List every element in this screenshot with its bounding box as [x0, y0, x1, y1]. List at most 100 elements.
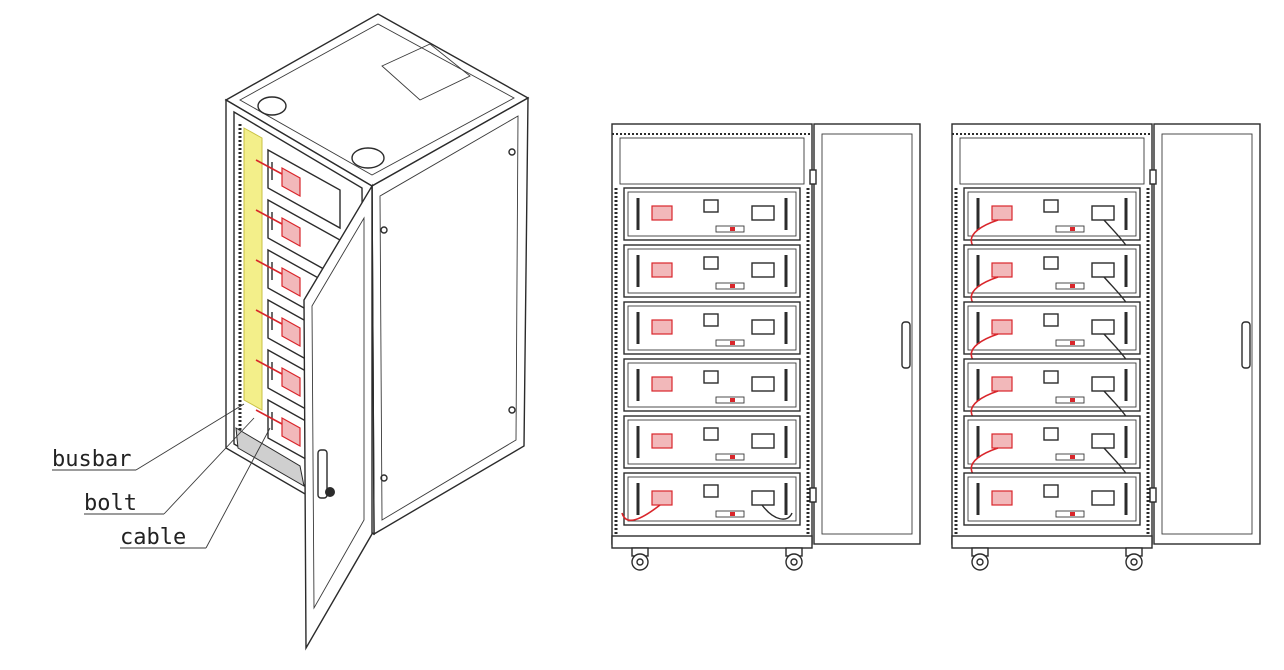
negative-terminal — [1091, 319, 1115, 335]
cable-leader — [205, 427, 271, 549]
iso-terminal-block — [281, 166, 301, 198]
breaker-switch — [1043, 484, 1059, 498]
output-cable-negative — [761, 504, 793, 520]
cabinet-top-inner — [239, 23, 515, 176]
module-face — [967, 419, 1137, 465]
caster-hub — [636, 558, 644, 566]
module-face — [627, 191, 797, 237]
indicator-strip — [715, 453, 745, 461]
indicator-led — [730, 512, 735, 516]
indicator-led — [1070, 284, 1075, 288]
module-face — [627, 305, 797, 351]
negative-terminal — [751, 433, 775, 449]
breaker-switch — [1043, 199, 1059, 213]
module-face — [967, 248, 1137, 294]
bolt-leader — [163, 417, 255, 515]
iso-terminal-block — [281, 216, 301, 248]
negative-terminal — [751, 262, 775, 278]
module-face — [967, 191, 1137, 237]
positive-terminal — [651, 376, 673, 392]
positive-terminal — [651, 319, 673, 335]
negative-terminal — [1091, 262, 1115, 278]
iso-terminal-block — [281, 366, 301, 398]
cabinet-side-inner — [379, 115, 519, 521]
door-handle — [1241, 321, 1251, 369]
caster-hub — [1130, 558, 1138, 566]
indicator-led — [730, 398, 735, 402]
output-cable-positive — [621, 504, 661, 522]
negative-terminal — [1091, 433, 1115, 449]
iso-battery-module — [267, 148, 341, 230]
indicator-led — [1070, 341, 1075, 345]
top-plate — [381, 43, 471, 101]
breaker-switch — [1043, 313, 1059, 327]
negative-terminal — [751, 319, 775, 335]
breaker-switch — [703, 256, 719, 270]
module-face — [627, 419, 797, 465]
indicator-strip — [1055, 453, 1085, 461]
door-panel-line — [311, 216, 365, 610]
caster-wheel — [971, 553, 989, 571]
iso-terminal-block — [281, 316, 301, 348]
iso-cable — [255, 359, 283, 375]
iso-terminal-block — [281, 416, 301, 448]
side-screw — [508, 148, 516, 156]
caster-wheel — [785, 553, 803, 571]
caster-wheel — [1125, 553, 1143, 571]
door-handle — [901, 321, 911, 369]
indicator-strip — [715, 282, 745, 290]
empty-bay — [959, 137, 1145, 185]
positive-terminal — [991, 433, 1013, 449]
positive-terminal — [651, 490, 673, 506]
negative-terminal — [1091, 376, 1115, 392]
breaker-switch — [1043, 256, 1059, 270]
busbar-leader — [135, 403, 245, 471]
iso-cable — [255, 259, 283, 275]
module-face — [967, 362, 1137, 408]
negative-terminal — [1091, 205, 1115, 221]
hinge — [809, 169, 817, 185]
base-plinth — [611, 535, 813, 549]
door-inner — [821, 133, 913, 535]
caster-hub — [790, 558, 798, 566]
indicator-strip — [715, 510, 745, 518]
hinge — [809, 487, 817, 503]
indicator-led — [1070, 512, 1075, 516]
module-face — [627, 362, 797, 408]
breaker-switch — [703, 199, 719, 213]
indicator-led — [730, 455, 735, 459]
iso-cable — [255, 409, 283, 425]
breaker-switch — [703, 484, 719, 498]
module-face — [967, 476, 1137, 522]
base-plinth — [951, 535, 1153, 549]
door-lock — [325, 487, 335, 497]
positive-terminal — [651, 262, 673, 278]
hinge — [1149, 487, 1157, 503]
positive-terminal — [991, 319, 1013, 335]
indicator-strip — [715, 396, 745, 404]
iso-cable — [255, 309, 283, 325]
indicator-led — [1070, 398, 1075, 402]
indicator-led — [730, 341, 735, 345]
indicator-strip — [1055, 396, 1085, 404]
side-screw — [508, 406, 516, 414]
floor-grille — [235, 427, 305, 487]
indicator-strip — [1055, 339, 1085, 347]
indicator-strip — [1055, 510, 1085, 518]
front-view-left — [611, 123, 921, 571]
caster-wheel — [631, 553, 649, 571]
module-face — [627, 476, 797, 522]
cable-hole-1 — [257, 96, 287, 116]
iso-cable — [255, 159, 283, 175]
positive-terminal — [651, 433, 673, 449]
indicator-led — [730, 227, 735, 231]
negative-terminal — [751, 490, 775, 506]
positive-terminal — [991, 490, 1013, 506]
module-face — [627, 248, 797, 294]
busbar-strip — [243, 127, 263, 411]
breaker-switch — [703, 313, 719, 327]
negative-terminal — [1091, 490, 1115, 506]
hinge — [1149, 169, 1157, 185]
